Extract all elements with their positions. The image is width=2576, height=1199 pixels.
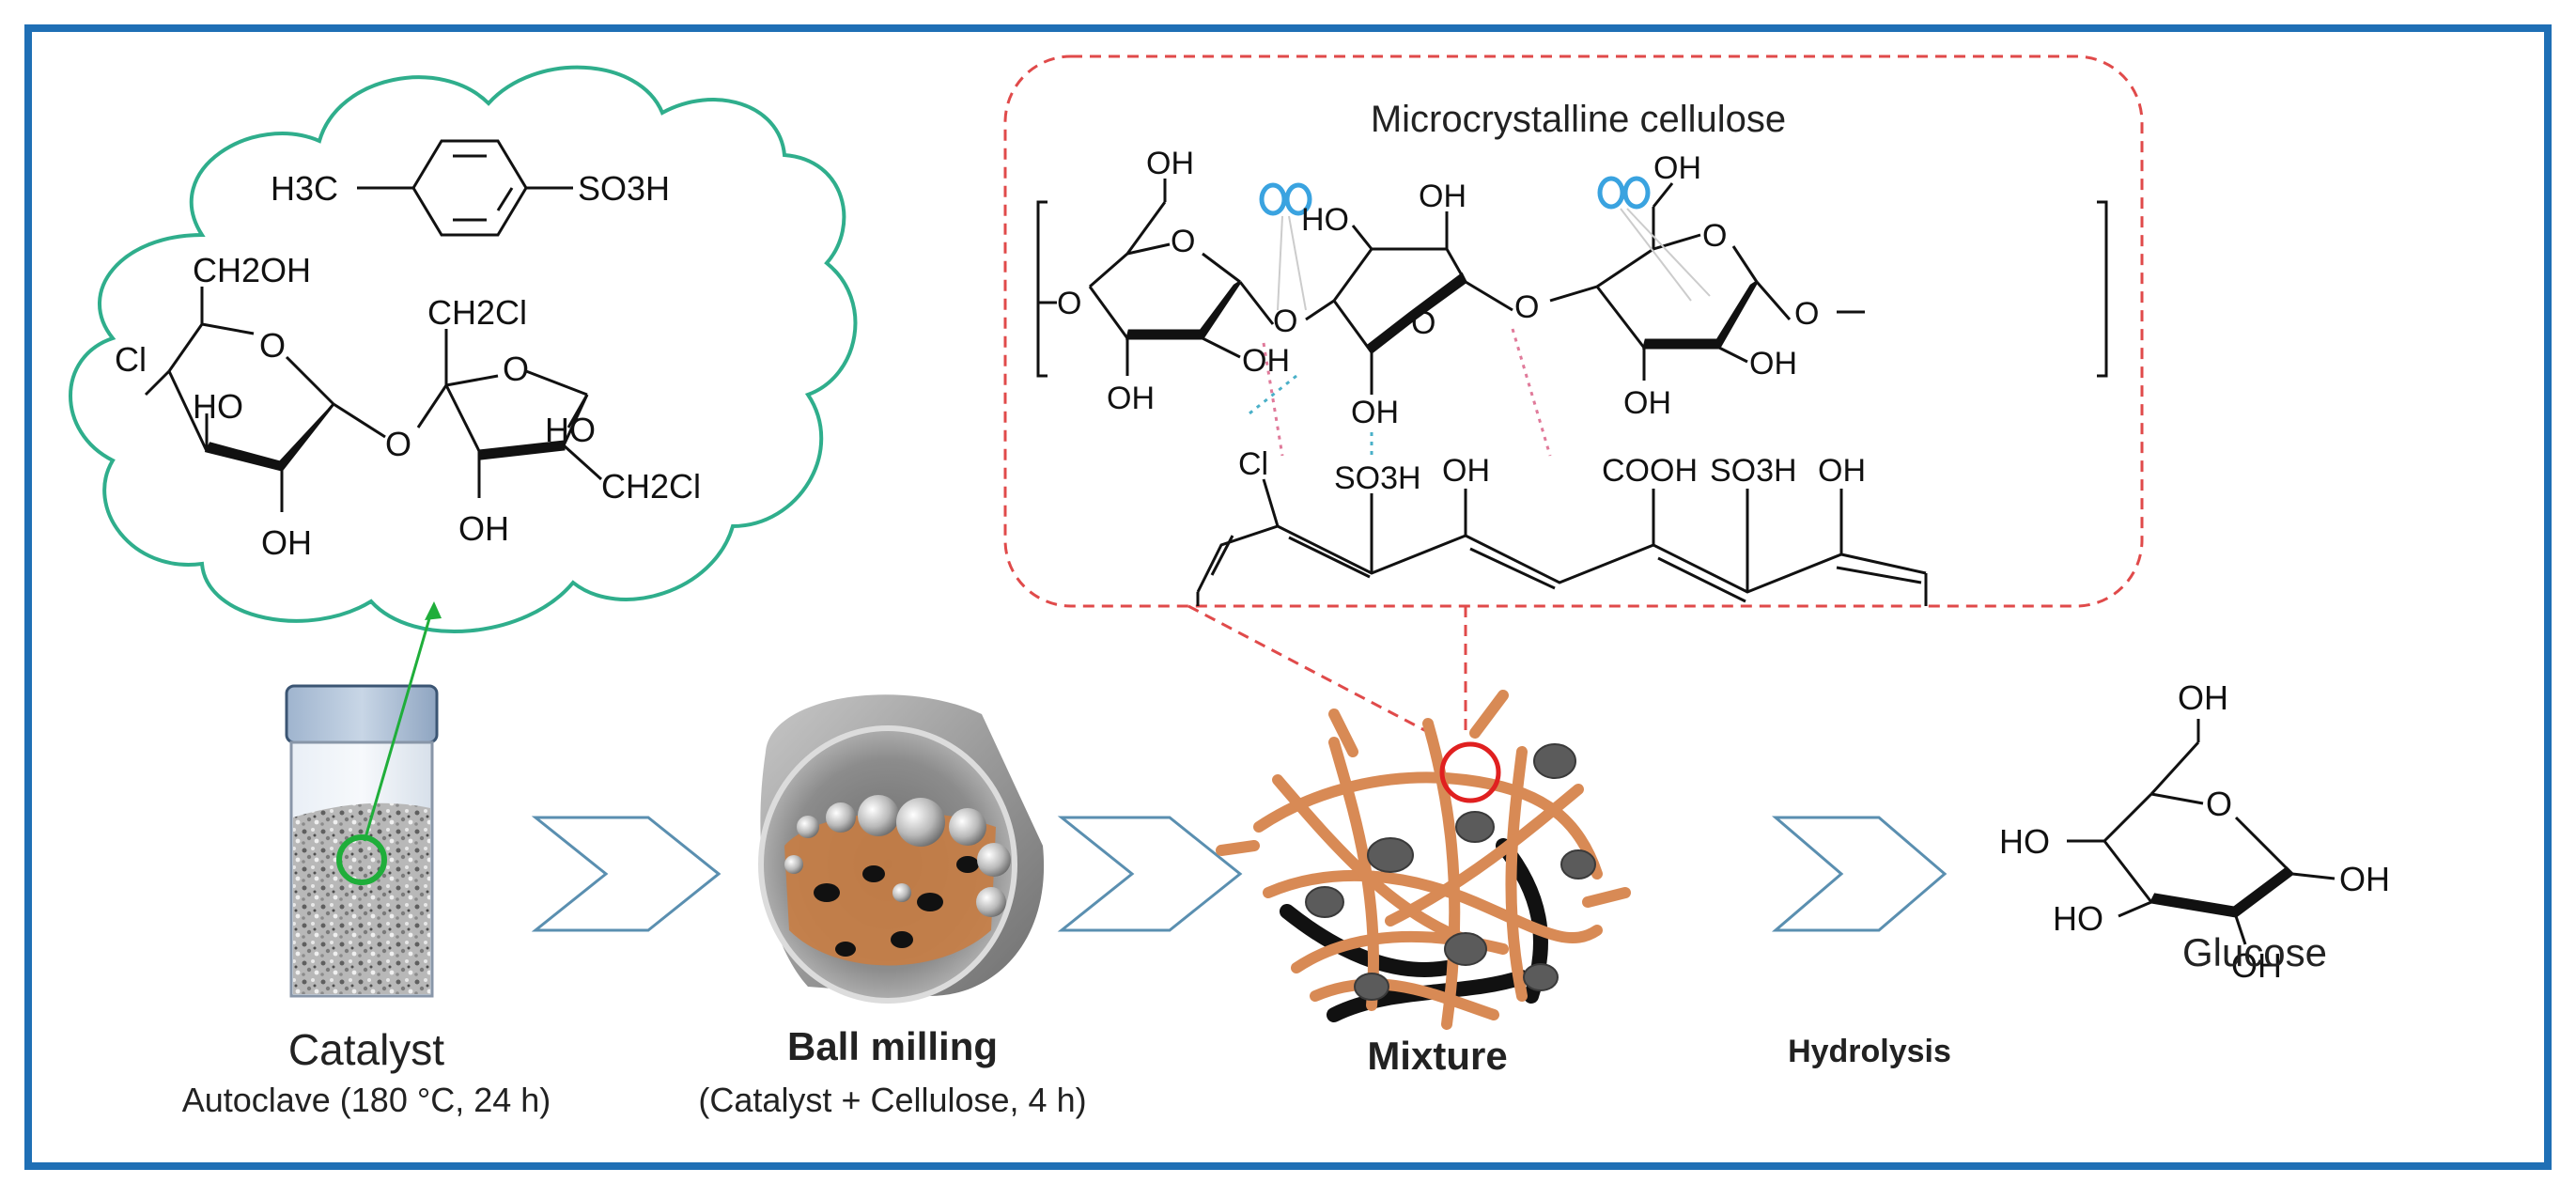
toluenesulfonic-acid	[357, 139, 573, 237]
ball-milling-title: Ball milling	[786, 1024, 999, 1068]
cellulose-o-link2: O	[1514, 289, 1539, 325]
cellulose-o-end-left: O	[1057, 286, 1081, 321]
glucose-structure	[2067, 719, 2335, 945]
carbon-so3h1: SO3H	[1334, 460, 1421, 496]
cellulose-callout-box	[1003, 54, 2144, 608]
carbon-oh2: OH	[1818, 453, 1866, 489]
glucose-label: Glucose	[2181, 930, 2328, 974]
cellulose-structure	[1038, 179, 1865, 395]
sucralose-o-link: O	[385, 425, 411, 463]
outer-border	[24, 24, 2552, 1170]
glucose-o-ring: O	[2206, 785, 2232, 823]
cellulose-o-link1: O	[1273, 304, 1297, 339]
carbon-oh1: OH	[1442, 453, 1490, 489]
carbon-cooh: COOH	[1602, 453, 1698, 489]
catalyst-subtitle: Autoclave (180 °C, 24 h)	[181, 1081, 551, 1119]
cellulose-oh-b3: OH	[1351, 395, 1399, 430]
cellulose-title: Microcrystalline cellulose	[1370, 99, 1787, 140]
glucose-oh-r: OH	[2339, 860, 2390, 898]
catalyst-pointer-head	[425, 601, 442, 620]
glucose-ho2: HO	[2053, 899, 2103, 938]
carbon-backbone	[1196, 478, 1928, 606]
cellulose-oh-b4: OH	[1623, 385, 1671, 421]
process-arrow-2	[1057, 816, 1243, 932]
hydrolysis-label: Hydrolysis	[1788, 1034, 1951, 1069]
cellulose-oh-b2: OH	[1242, 343, 1290, 379]
sucralose-ch2cl-top: CH2Cl	[427, 293, 527, 332]
cellulose-o-ring1: O	[1171, 224, 1195, 259]
callout-pointer-left	[1187, 604, 1466, 754]
glucose-oh-top: OH	[2178, 678, 2228, 717]
cloud-outline	[69, 65, 858, 633]
cellulose-oh-top1: OH	[1146, 146, 1194, 181]
cellulose-o-ring2: O	[1411, 305, 1435, 341]
glucose-oh-b: OH	[2231, 946, 2282, 985]
sucralose-o-ring1: O	[259, 326, 286, 365]
sucralose-structure	[144, 287, 603, 512]
cellulose-o-ring3: O	[1702, 218, 1727, 254]
glucose-ho1: HO	[1999, 822, 2050, 861]
mixture-title: Mixture	[1367, 1034, 1508, 1078]
mixture-marker-circle	[1439, 741, 1501, 803]
hbond-water-right	[1597, 176, 1651, 210]
mixture-network	[1216, 690, 1631, 1030]
catalyst-pointer-arrow	[363, 608, 434, 842]
catalyst-vial	[285, 684, 439, 998]
hydrogen-bonds	[1249, 328, 1552, 457]
process-arrow-3	[1771, 816, 1948, 932]
hbond-water-left	[1259, 182, 1312, 216]
sucralose-oh2: OH	[458, 509, 509, 548]
tosyl-h3c: H3C	[271, 169, 338, 208]
cellulose-oh-b5: OH	[1749, 346, 1797, 382]
cellulose-oh-top2: OH	[1419, 179, 1466, 214]
carbon-cl: Cl	[1238, 446, 1268, 482]
carbon-so3h2: SO3H	[1710, 453, 1797, 489]
catalyst-title: Catalyst	[287, 1025, 445, 1074]
sucralose-cl: Cl	[115, 340, 147, 379]
ball-milling-subtitle: (Catalyst + Cellulose, 4 h)	[698, 1081, 1087, 1119]
sucralose-o-ring2: O	[503, 350, 529, 388]
sucralose-ho2: HO	[545, 411, 596, 449]
sucralose-ho1: HO	[193, 387, 243, 426]
cellulose-ho-mid: HO	[1301, 202, 1349, 238]
cellulose-oh-top3: OH	[1653, 150, 1701, 186]
process-arrow-1	[531, 816, 722, 932]
sucralose-ch2oh: CH2OH	[193, 251, 311, 289]
ball-mill-drum	[758, 694, 1045, 1004]
polymer-brackets	[1036, 200, 2108, 378]
water-fan-lines	[1277, 208, 1711, 311]
cellulose-oh-b1: OH	[1107, 381, 1155, 416]
sucralose-oh1: OH	[261, 523, 312, 562]
catalyst-marker-circle	[336, 834, 387, 885]
cellulose-o-end-right: O	[1794, 296, 1819, 332]
sucralose-ch2cl-bottom: CH2Cl	[601, 467, 701, 506]
tosyl-so3h: SO3H	[578, 169, 670, 208]
